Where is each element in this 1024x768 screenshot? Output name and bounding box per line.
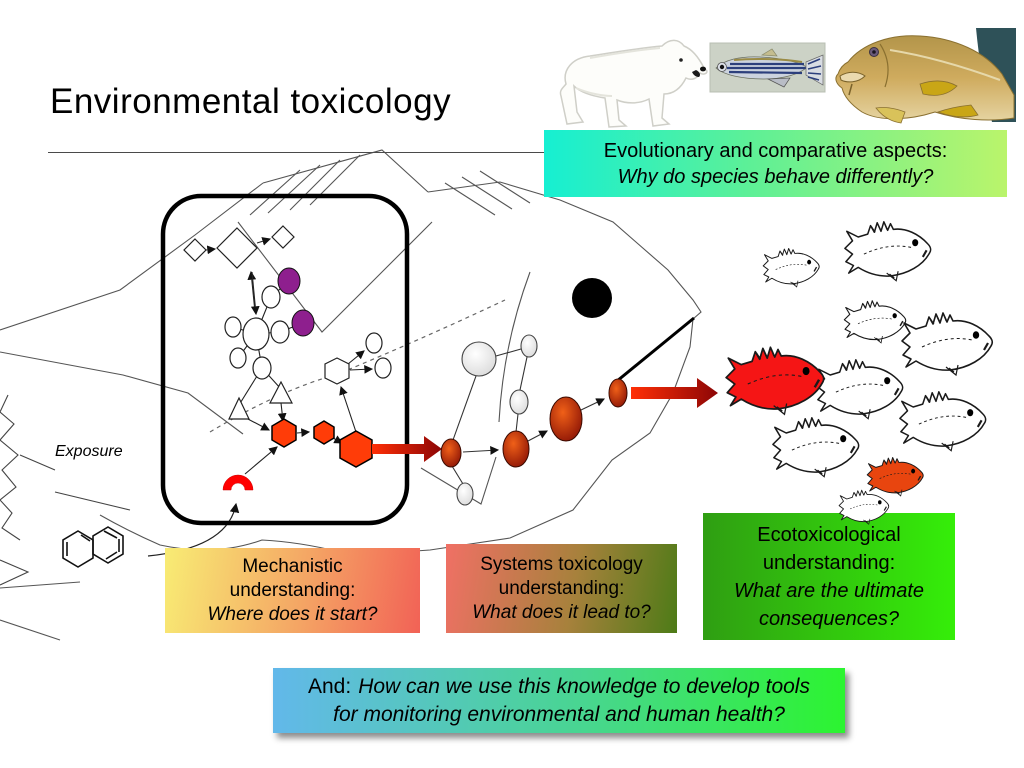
- orange-hexagon: [271, 418, 297, 448]
- school-fish: [843, 299, 907, 344]
- fish-eye: [572, 278, 612, 318]
- school-fish: [898, 390, 987, 452]
- naphthalene-molecule: [62, 526, 124, 568]
- fish-school: [724, 220, 994, 525]
- aop-box-outline: [160, 193, 410, 526]
- orange-hexagon: [313, 420, 335, 445]
- red-arrow-2: [631, 378, 718, 408]
- molecule-to-arc-arrow: [147, 502, 240, 557]
- red-arc: [222, 474, 254, 491]
- cod-image: [835, 28, 1016, 124]
- orange-fish: [866, 456, 924, 497]
- organ-network: [440, 334, 628, 506]
- school-fish: [771, 416, 860, 478]
- red-fish: [724, 346, 825, 416]
- school-fish: [838, 489, 890, 525]
- zebrafish-image: [709, 42, 826, 93]
- red-arrow-1: [372, 436, 442, 462]
- big-fish-outline: [0, 149, 702, 641]
- fish-mouth-line: [616, 316, 695, 383]
- school-fish: [900, 311, 994, 377]
- purple-node: [277, 267, 301, 295]
- exposure-burst: [0, 394, 131, 586]
- purple-node: [291, 309, 315, 337]
- aop-network: [183, 225, 392, 491]
- school-fish: [843, 220, 932, 282]
- orange-hexagon: [339, 430, 373, 468]
- school-fish: [815, 358, 904, 420]
- dashed-curve: [209, 299, 506, 433]
- polar-bear-image: [559, 39, 708, 128]
- school-fish: [762, 247, 820, 288]
